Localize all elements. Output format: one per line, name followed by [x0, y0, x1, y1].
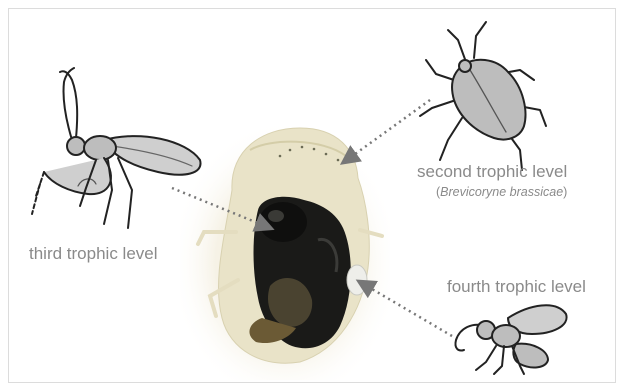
label-second-trophic-level: second trophic level: [417, 162, 567, 182]
label-third-trophic-level: third trophic level: [29, 244, 158, 264]
aphid-mummy-photo: [180, 120, 390, 380]
hyperparasitoid-wasp-icon: [455, 305, 566, 374]
parasitoid-wasp-icon: [32, 68, 201, 228]
label-fourth-trophic-level: fourth trophic level: [447, 277, 586, 297]
aphid-icon: [420, 22, 546, 170]
label-second-species: (Brevicoryne brassicae): [436, 185, 567, 199]
